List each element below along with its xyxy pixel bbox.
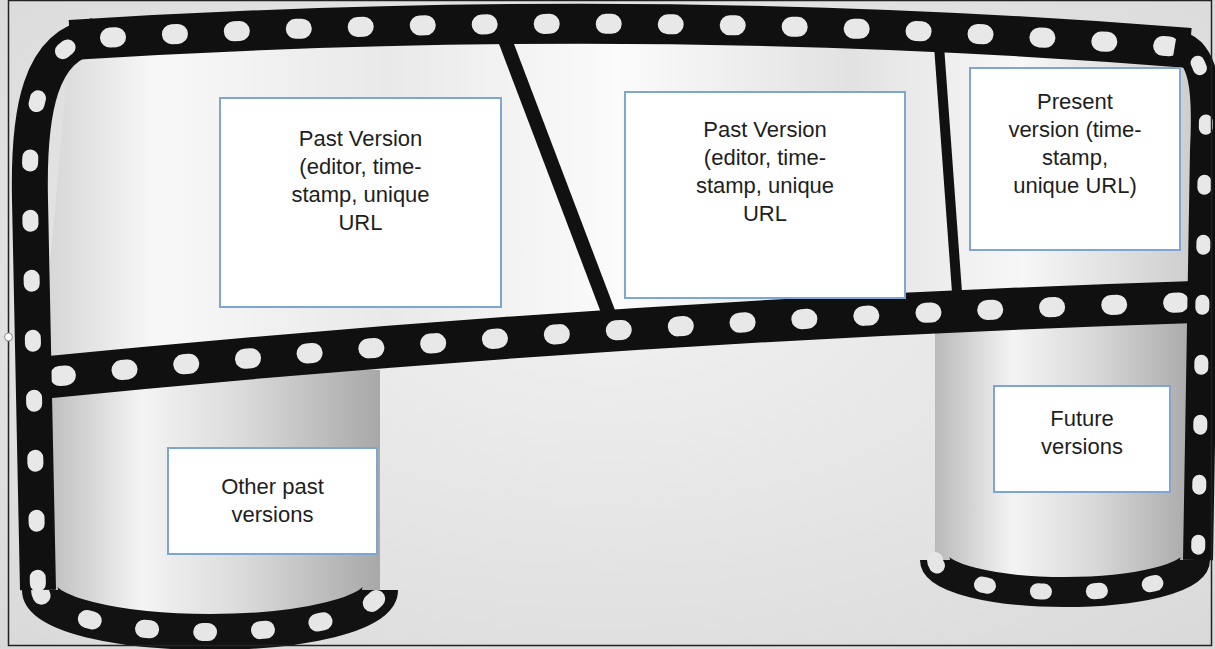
frame-divider (505, 40, 612, 322)
picture-frame (9, 1, 1212, 646)
right-roll-sprocket-holes (935, 560, 1195, 592)
left-curl-sprocket-holes (30, 36, 95, 590)
version-frame-box: Past Version (editor, time-stamp, unique… (624, 91, 906, 299)
left-curl-band (30, 36, 95, 590)
frame-label: Past Version (editor, time-stamp, unique… (281, 125, 440, 237)
frame-label: Future versions (1021, 405, 1143, 461)
top-sprocket-holes (70, 24, 1190, 48)
bottom-film-band (40, 302, 1195, 378)
top-film-band (70, 24, 1190, 48)
left-roll-band (40, 590, 380, 632)
right-roll-body (935, 300, 1195, 592)
version-frame-box: Past Version (editor, time-stamp, unique… (219, 97, 502, 308)
bottom-sprocket-holes (40, 302, 1195, 378)
frame-label: Other past versions (199, 473, 346, 529)
version-frame-box: Future versions (993, 385, 1171, 493)
frame-divider (938, 32, 958, 306)
version-frame-box: Other past versions (167, 447, 378, 555)
frame-label: Present version (time-stamp, unique URL) (1007, 88, 1143, 200)
left-roll-body (40, 360, 380, 632)
resize-handle (5, 333, 13, 341)
left-roll-sprocket-holes (40, 590, 380, 632)
frame-label: Past Version (editor, time-stamp, unique… (686, 116, 844, 228)
film-frame-area (40, 24, 1195, 378)
right-roll-band (935, 560, 1195, 592)
version-frame-box: Present version (time-stamp, unique URL) (969, 67, 1181, 251)
